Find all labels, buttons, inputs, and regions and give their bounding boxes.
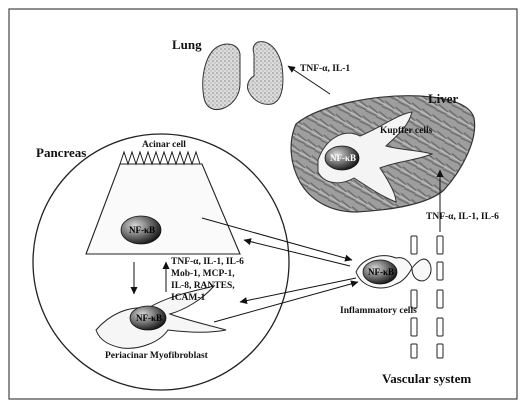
nfkb-acinar-label: NF-κB xyxy=(129,226,155,235)
myofibroblast-label: Periacinar Myofibroblast xyxy=(105,352,208,362)
nfkb-inflammatory-label: NF-κB xyxy=(368,268,394,277)
acinar-label: Acinar cell xyxy=(142,141,186,151)
lung-mediators: TNF-α, IL-1 xyxy=(300,65,350,75)
inflammatory-cell-tail xyxy=(412,259,431,281)
nfkb-liver-label: NF-κB xyxy=(330,154,356,163)
lung-label: Lung xyxy=(172,38,202,51)
pancreas-mediator-line-2: Mob-1, MCP-1, xyxy=(171,270,235,280)
inflammatory-label: Inflammatory cells xyxy=(340,307,417,317)
vascular-label: Vascular system xyxy=(382,372,471,385)
pancreas-mediator-line-1: TNF-α, IL-1, IL-6 xyxy=(171,258,244,268)
vessel-walls xyxy=(411,236,443,358)
liver-mediators: TNF-α, IL-1, IL-6 xyxy=(426,213,499,223)
kupffer-label: Kupffer cells xyxy=(380,127,432,137)
liver-label: Liver xyxy=(428,92,458,105)
pancreas-label: Pancreas xyxy=(36,146,86,159)
pancreas-mediator-line-4: ICAM-1 xyxy=(171,294,205,304)
nfkb-myofibroblast-label: NF-κB xyxy=(136,314,162,323)
acinar-cell xyxy=(86,164,240,254)
lung-shape xyxy=(203,42,283,110)
pancreas-mediator-line-3: IL-8, RANTES, xyxy=(171,282,235,292)
acinar-microvilli xyxy=(120,152,200,164)
